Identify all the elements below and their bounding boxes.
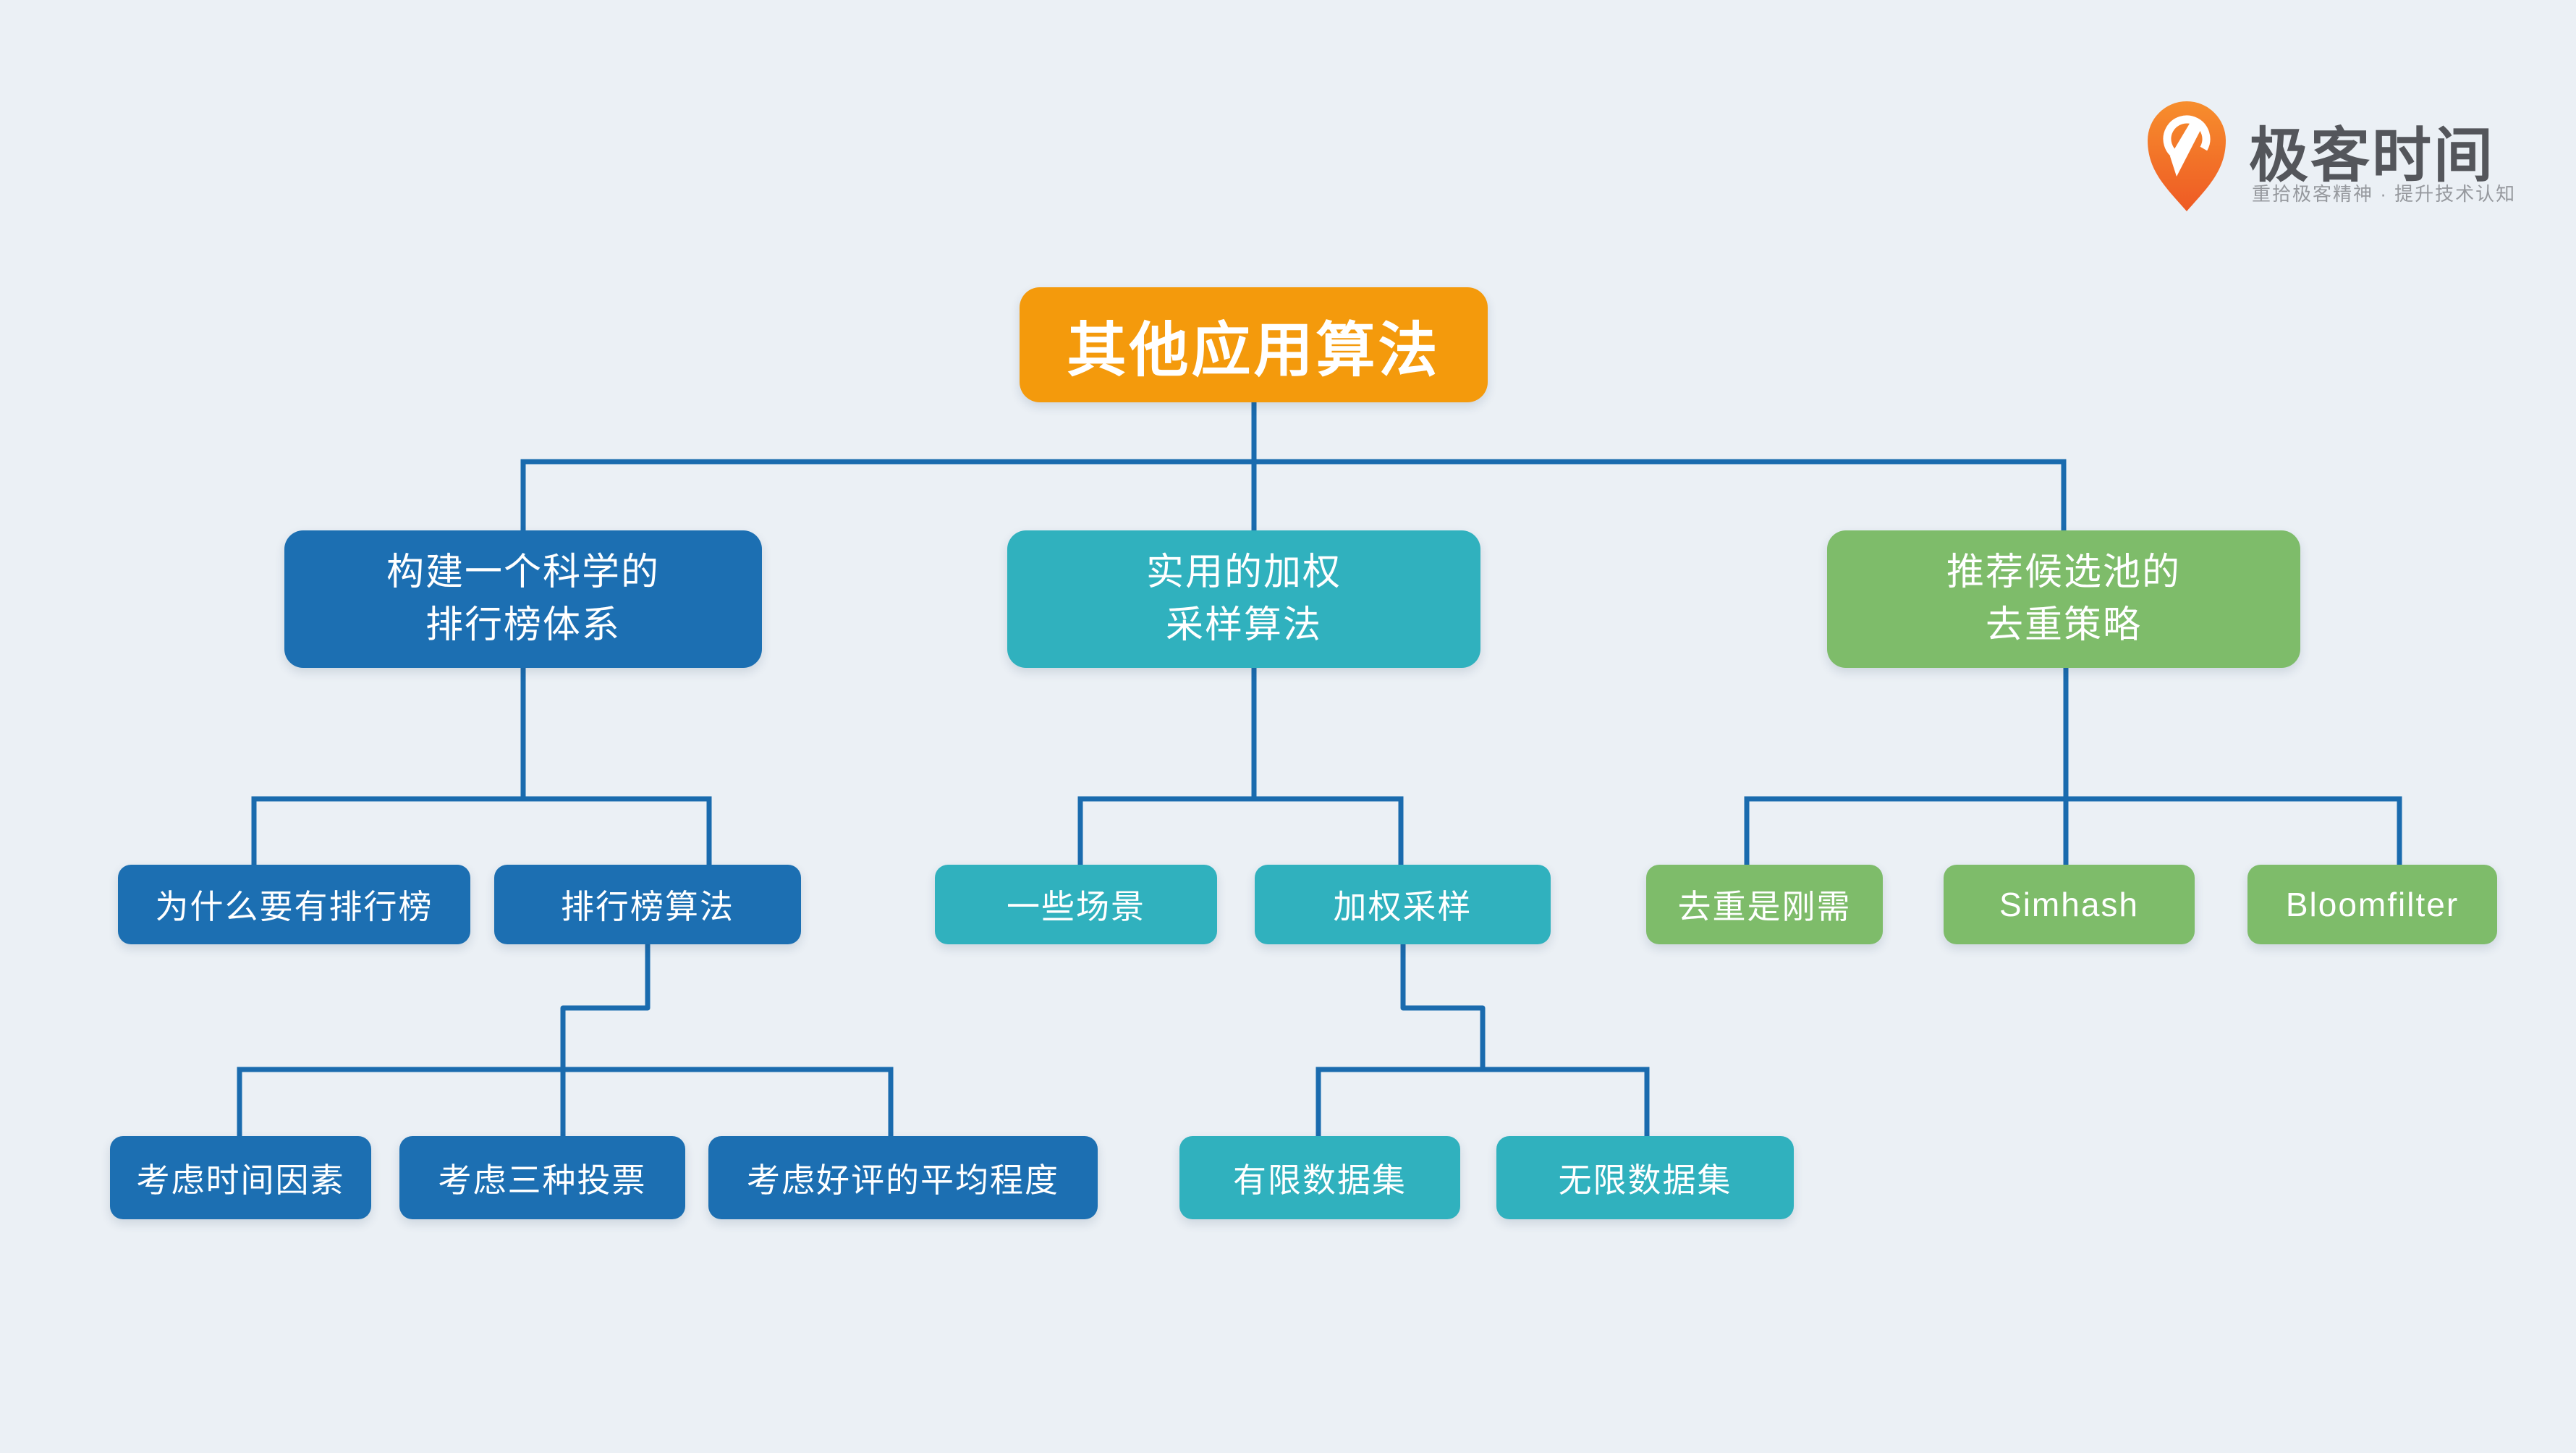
branch-label-line1: 推荐候选池的 xyxy=(1946,551,2181,594)
branch-label-line1: 构建一个科学的 xyxy=(386,551,660,594)
node-three-votes[interactable]: 考虑三种投票 xyxy=(399,1136,685,1219)
node-why-leaderboard[interactable]: 为什么要有排行榜 xyxy=(118,865,470,944)
node-infinite-dataset[interactable]: 无限数据集 xyxy=(1496,1136,1794,1219)
leaf-label: 考虑三种投票 xyxy=(438,1161,647,1199)
leaf-label: 有限数据集 xyxy=(1233,1161,1407,1199)
connector-leaderboard-algo-down xyxy=(560,941,651,1139)
connector-weighted-sampling-down xyxy=(1400,941,1486,1072)
leaf-label: Simhash xyxy=(1999,886,2139,923)
leaf-label: 考虑时间因素 xyxy=(136,1161,345,1199)
leaf-label: 排行榜算法 xyxy=(561,888,734,925)
node-simhash[interactable]: Simhash xyxy=(1944,865,2195,944)
geektime-pin-icon xyxy=(2148,101,2226,211)
node-branch-weighted-sampling[interactable]: 实用的加权 采样算法 xyxy=(1007,530,1480,668)
branch-label-line2: 采样算法 xyxy=(1165,604,1322,646)
node-branch-dedup-strategy[interactable]: 推荐候选池的 去重策略 xyxy=(1827,530,2300,668)
leaf-label: 加权采样 xyxy=(1333,888,1473,925)
branch-label-line2: 排行榜体系 xyxy=(425,604,621,646)
node-weighted-sampling[interactable]: 加权采样 xyxy=(1255,865,1551,944)
node-bloomfilter[interactable]: Bloomfilter xyxy=(2247,865,2497,944)
node-dedup-necessity[interactable]: 去重是刚需 xyxy=(1646,865,1883,944)
node-root[interactable]: 其他应用算法 xyxy=(1020,287,1488,402)
leaf-label: 无限数据集 xyxy=(1558,1161,1732,1199)
brand-logo: 极客时间 重拾极客精神 · 提升技术认知 xyxy=(2140,94,2517,224)
leaf-label: 考虑好评的平均程度 xyxy=(747,1161,1059,1199)
node-leaderboard-algorithms[interactable]: 排行榜算法 xyxy=(494,865,801,944)
node-finite-dataset[interactable]: 有限数据集 xyxy=(1179,1136,1460,1219)
node-branch-ranking-system[interactable]: 构建一个科学的 排行榜体系 xyxy=(284,530,762,668)
node-average-rating[interactable]: 考虑好评的平均程度 xyxy=(708,1136,1098,1219)
branch-label-line1: 实用的加权 xyxy=(1145,551,1342,594)
leaf-label: Bloomfilter xyxy=(2285,886,2460,923)
branch-label-line2: 去重策略 xyxy=(1985,604,2142,646)
node-time-factor[interactable]: 考虑时间因素 xyxy=(110,1136,371,1219)
leaf-label: 为什么要有排行榜 xyxy=(155,888,433,925)
brand-tagline: 重拾极客精神 · 提升技术认知 xyxy=(2252,183,2517,205)
node-root-label: 其他应用算法 xyxy=(1067,318,1441,384)
leaf-label: 去重是刚需 xyxy=(1677,888,1852,925)
brand-wordmark: 极客时间 xyxy=(2249,123,2496,189)
leaf-label: 一些场景 xyxy=(1007,888,1145,925)
node-some-scenarios[interactable]: 一些场景 xyxy=(935,865,1217,944)
